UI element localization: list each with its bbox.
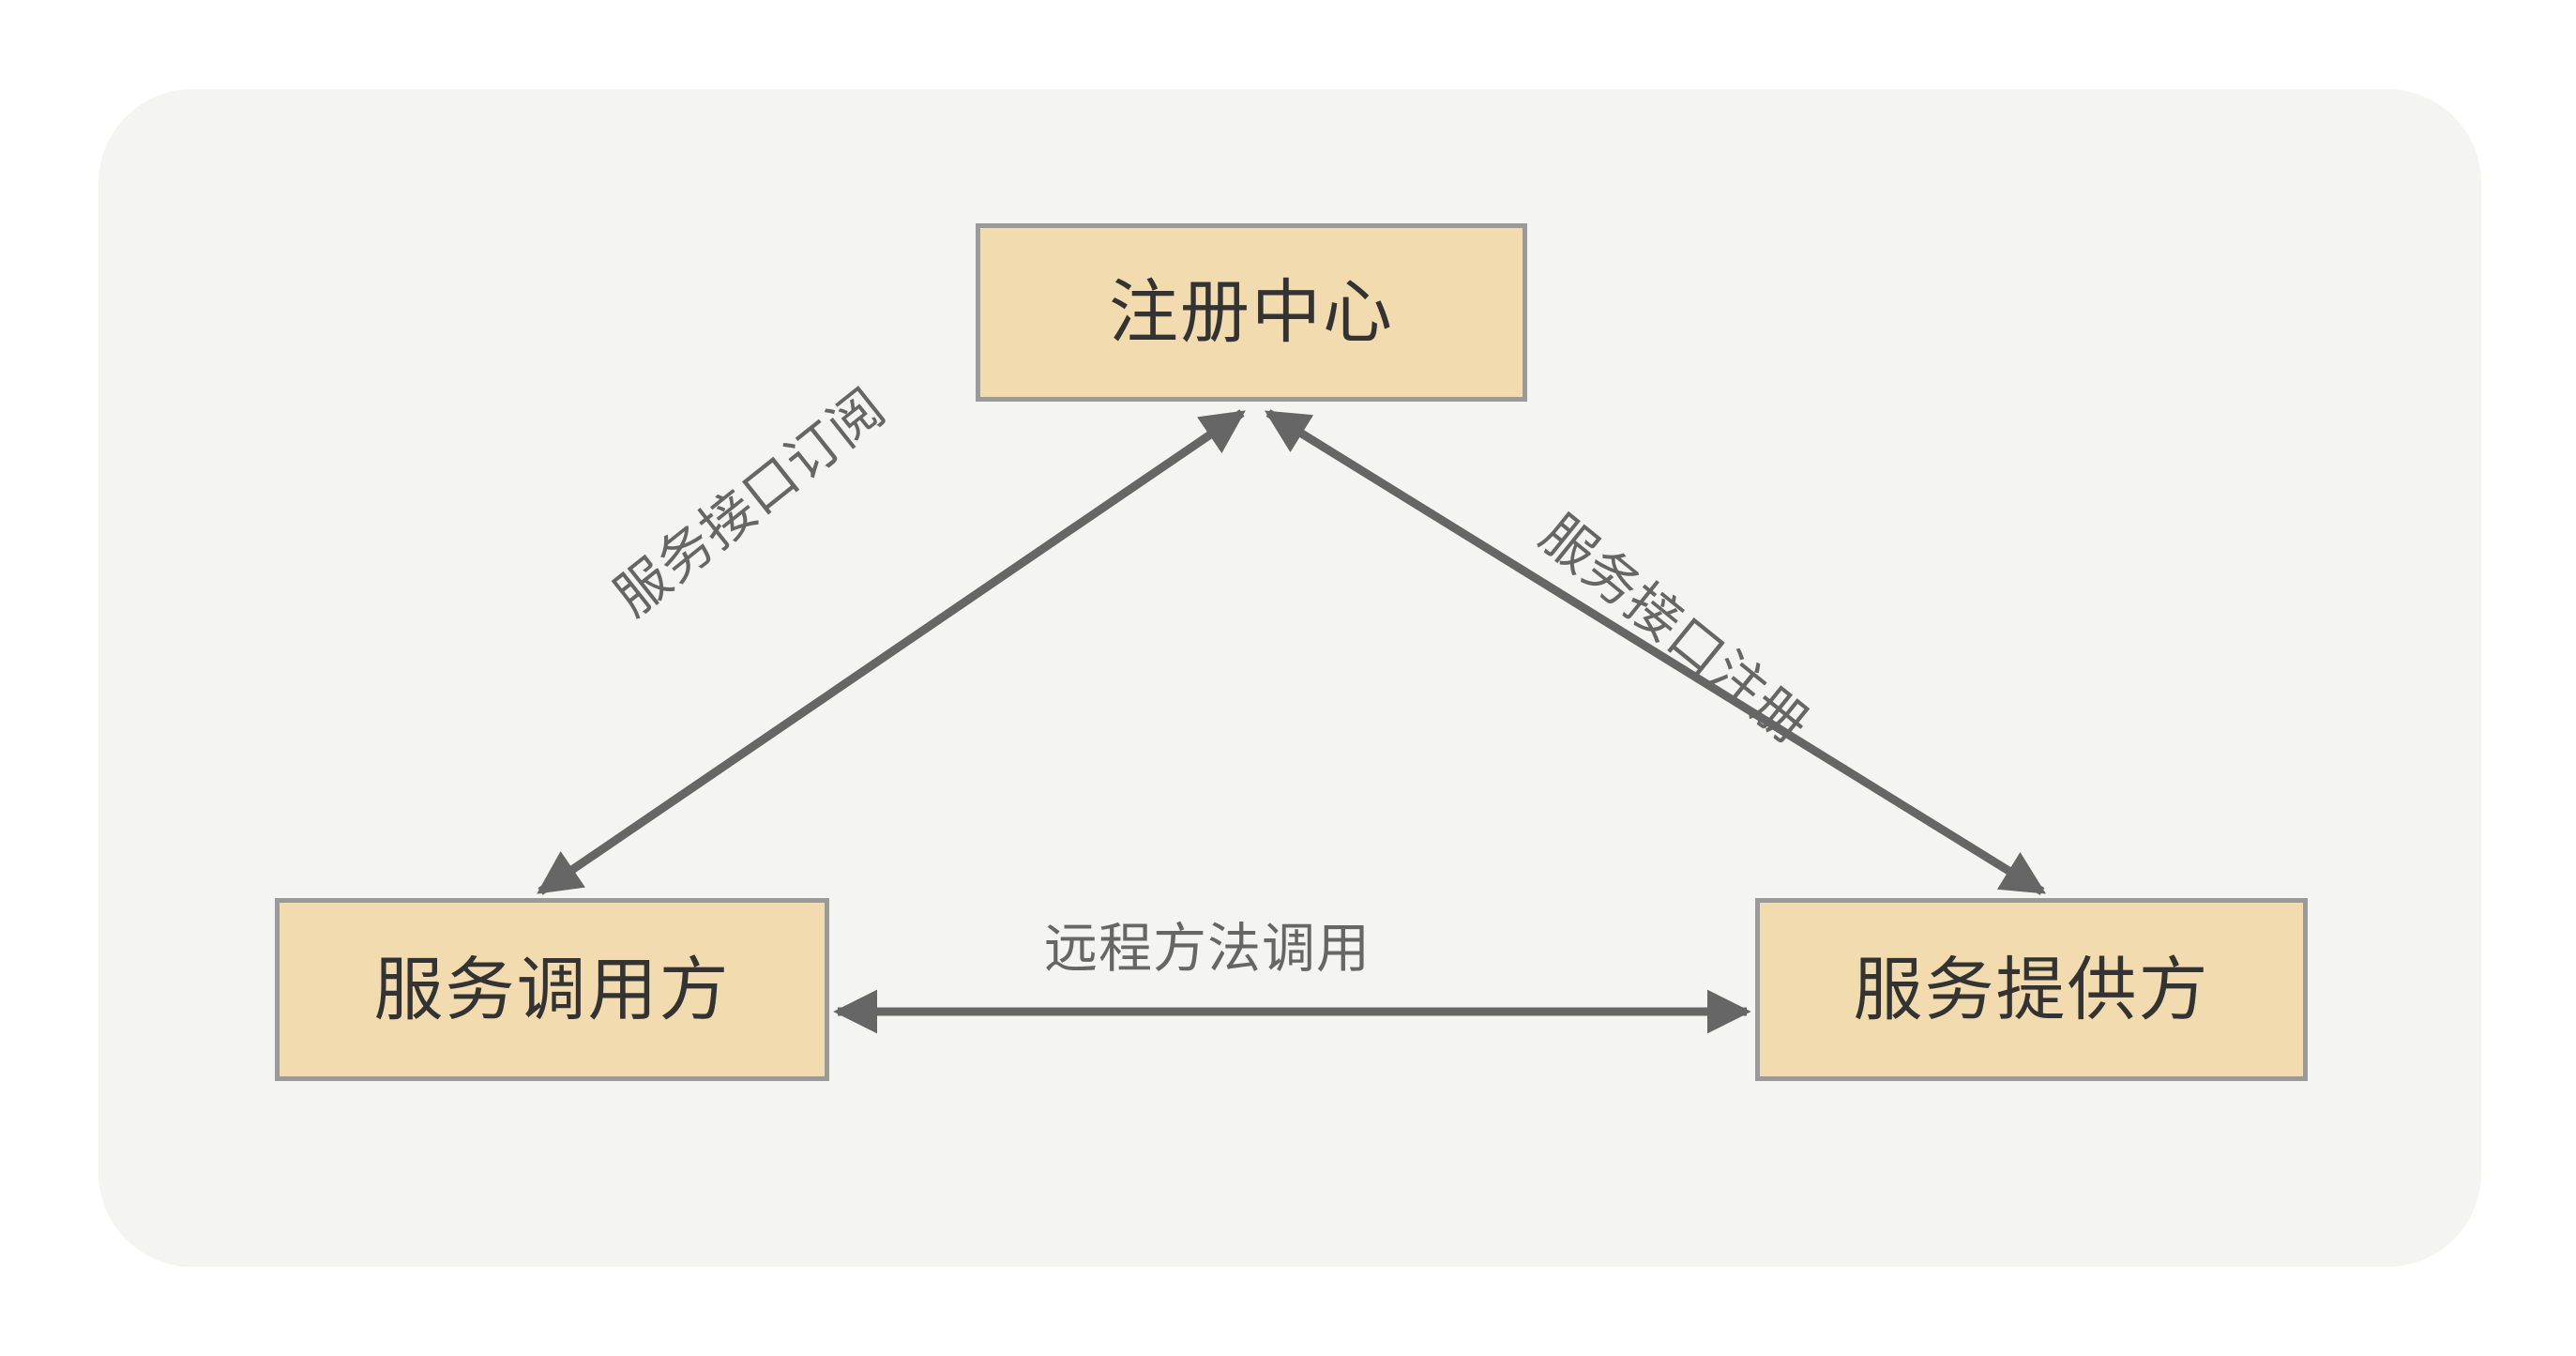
node-service-consumer[interactable]: 服务调用方: [275, 898, 829, 1081]
node-service-provider[interactable]: 服务提供方: [1755, 898, 2308, 1081]
node-registry-center[interactable]: 注册中心: [976, 223, 1527, 402]
edge-label-remote-method-invocation: 远程方法调用: [1044, 919, 1371, 979]
